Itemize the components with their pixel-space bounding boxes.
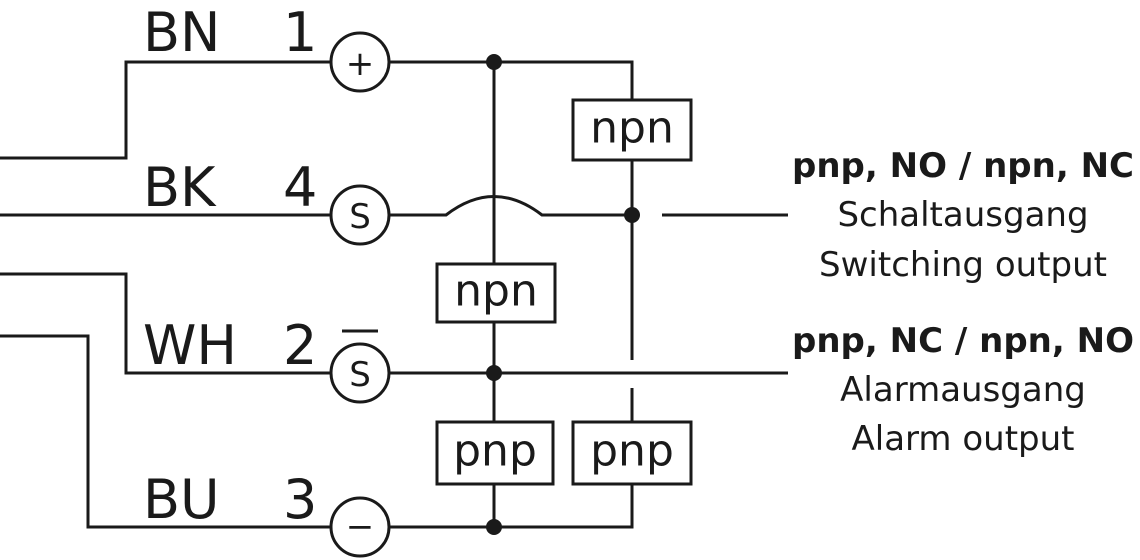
- pnp-box-right: [571, 420, 693, 486]
- npn-left-label: npn: [454, 266, 538, 317]
- pin-number-4: 4: [283, 156, 317, 219]
- pin-circle-minus: [329, 496, 391, 558]
- wire-wh: [0, 272, 330, 375]
- alarm-english-label: Alarm output: [852, 419, 1075, 459]
- npn-box-left: [435, 262, 557, 324]
- pnp-right-label: pnp: [590, 426, 674, 477]
- wire-color-bn: BN: [143, 1, 220, 64]
- junction-dot: [624, 207, 640, 223]
- bus-top: [390, 60, 634, 100]
- minus-symbol: −: [346, 507, 375, 547]
- alarm-mode-label: pnp, NC / npn, NO: [792, 321, 1134, 361]
- alarm-german-label: Alarmausgang: [840, 370, 1086, 410]
- npn-right-label: npn: [590, 103, 674, 154]
- pin-circle-s-bar: [329, 342, 391, 404]
- wire-bn: [0, 60, 330, 160]
- junction-dot: [486, 54, 502, 70]
- switching-english-label: Switching output: [819, 245, 1107, 285]
- pin-number-1: 1: [283, 1, 317, 64]
- switch-bar-symbol: S: [349, 355, 371, 395]
- wire-bu: [0, 334, 330, 529]
- wire-color-bu: BU: [143, 468, 220, 531]
- switching-mode-label: pnp, NO / npn, NC: [792, 146, 1134, 186]
- pnp-box-left: [435, 420, 555, 486]
- plus-symbol: +: [346, 44, 375, 84]
- junction-dot: [486, 519, 502, 535]
- switch-symbol: S: [349, 197, 371, 237]
- pnp-left-label: pnp: [453, 426, 537, 477]
- bus-bottom: [390, 484, 634, 529]
- junction-dot: [486, 365, 502, 381]
- pin-number-3: 3: [283, 468, 317, 531]
- wire-color-wh: WH: [143, 314, 237, 377]
- pin-circle-plus: [329, 31, 391, 93]
- pin-number-2: 2: [283, 314, 317, 377]
- pin-circle-s: [329, 184, 391, 246]
- line-s-out: [390, 195, 632, 217]
- switching-german-label: Schaltausgang: [837, 195, 1088, 235]
- npn-box-right: [571, 98, 693, 162]
- wire-color-bk: BK: [143, 156, 217, 219]
